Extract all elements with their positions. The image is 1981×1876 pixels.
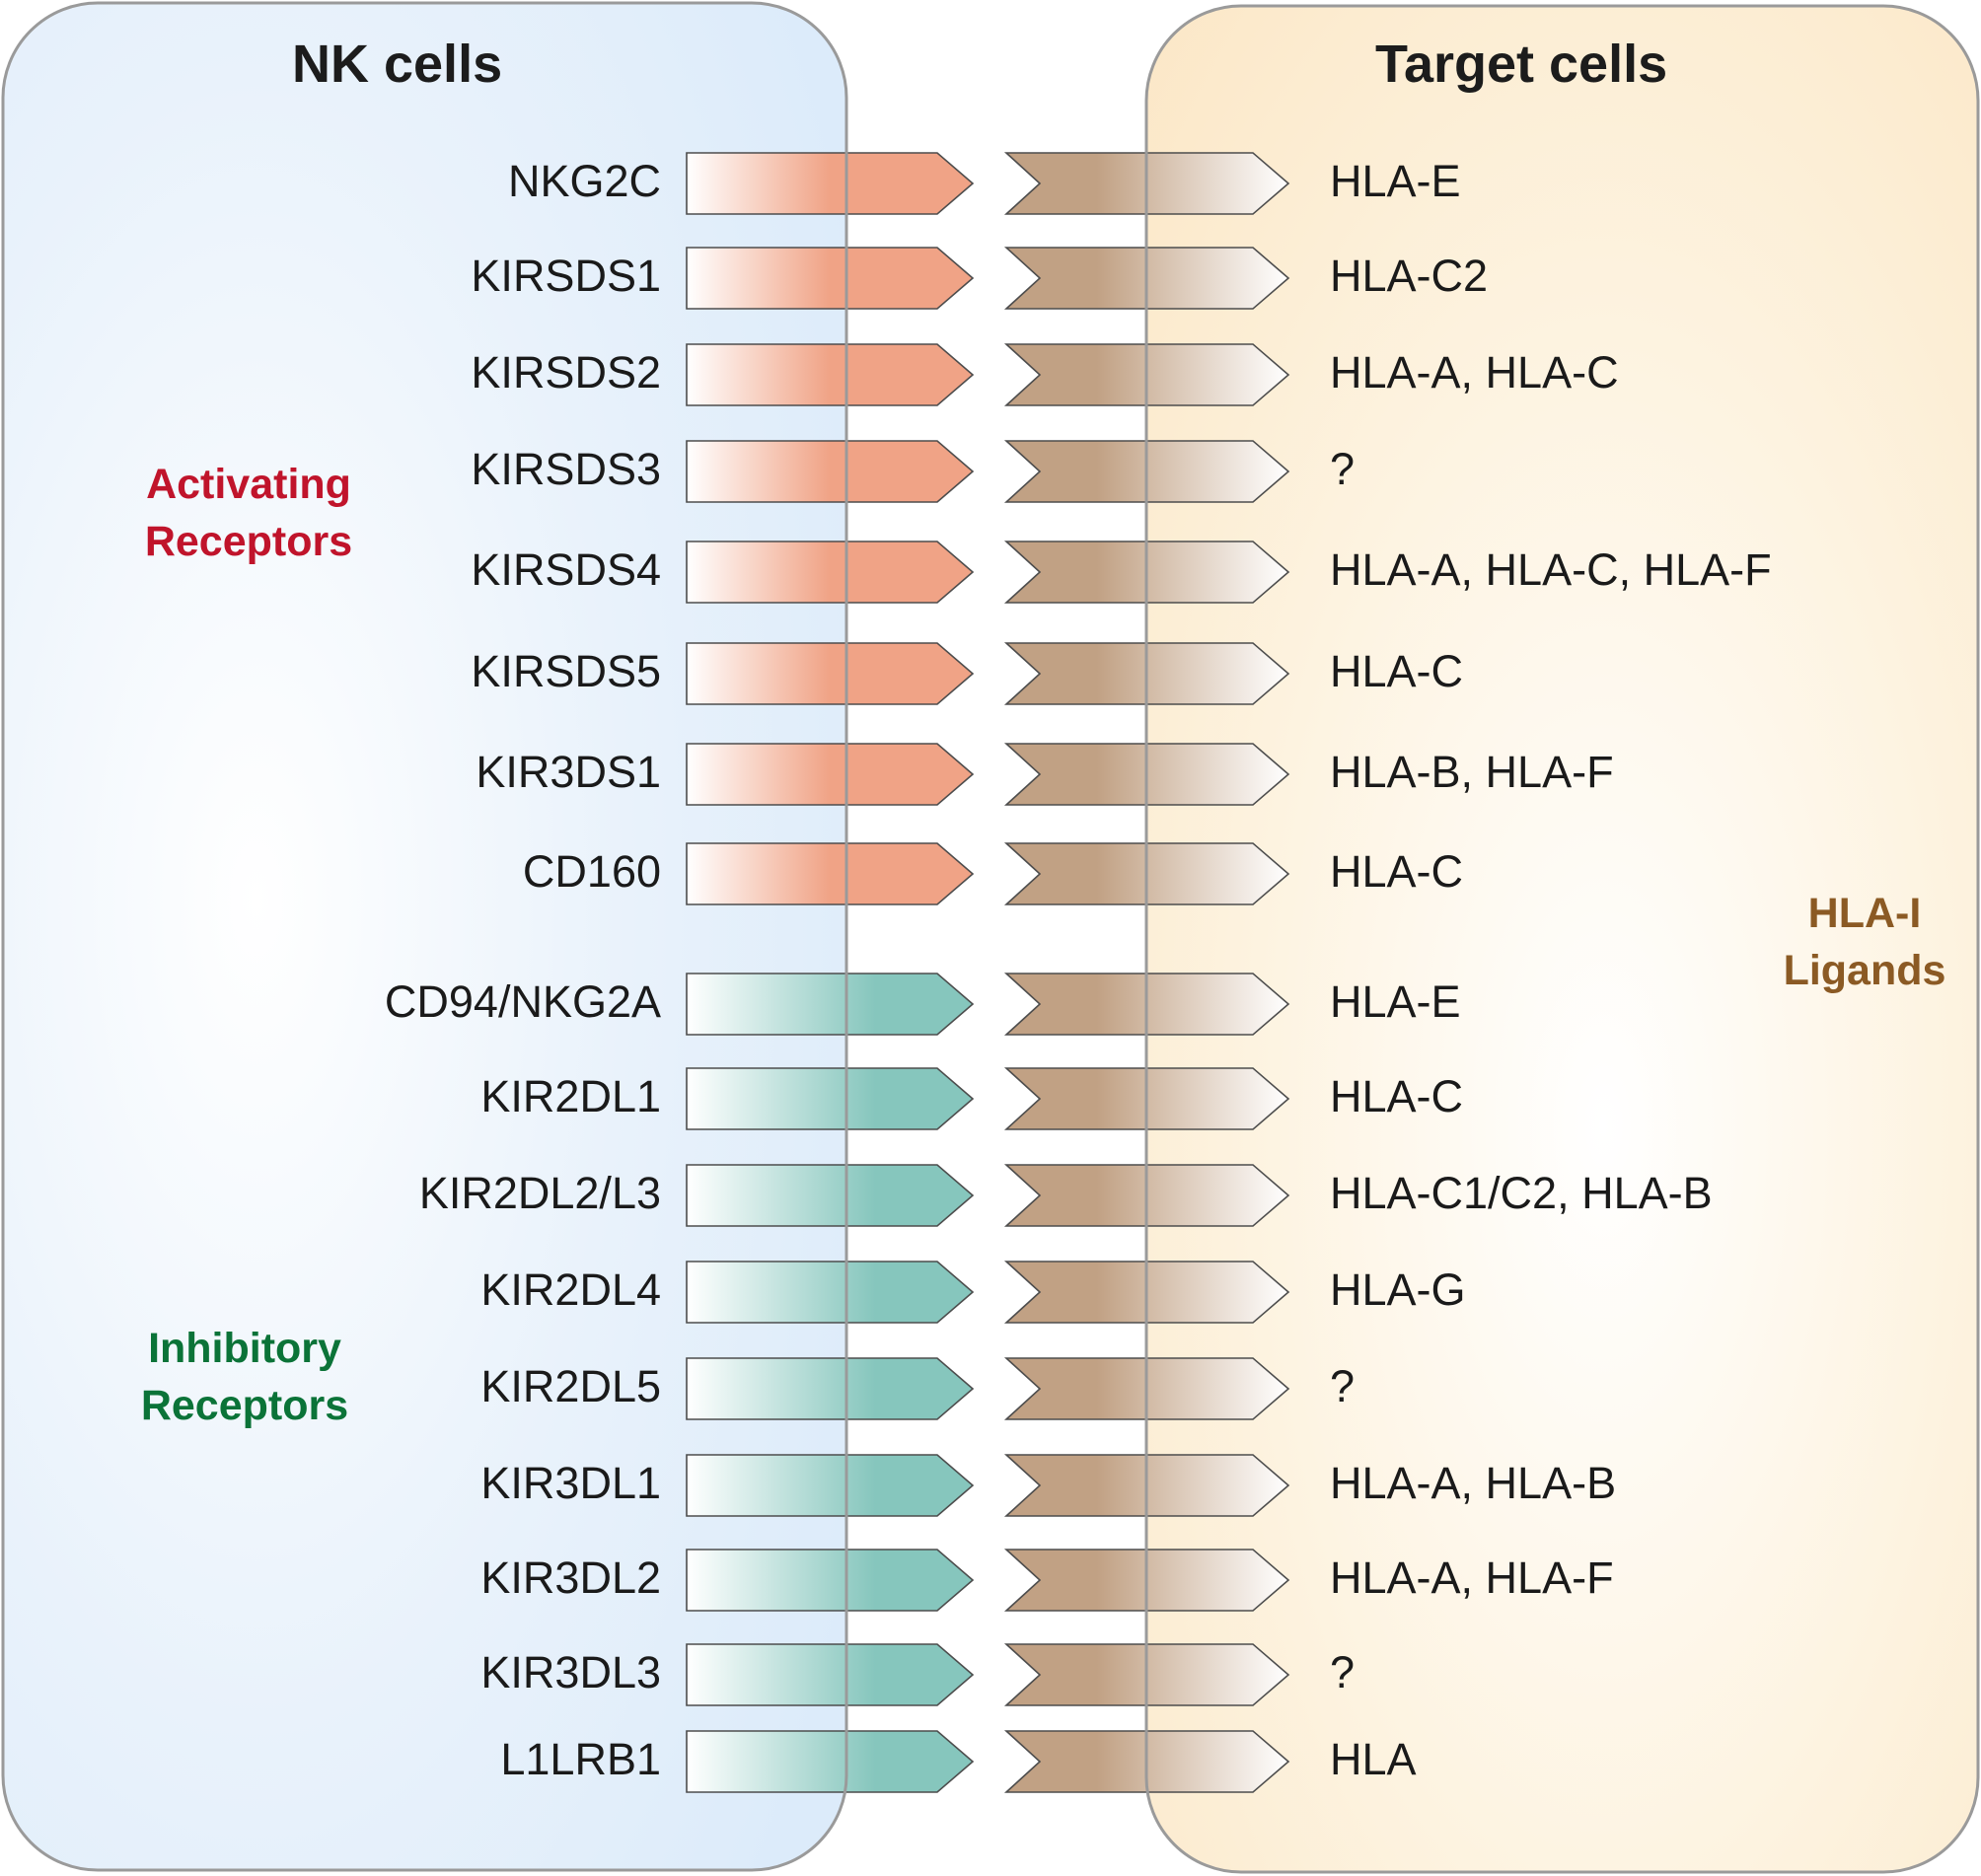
receptor-label-l1lrb1: L1LRB1 xyxy=(500,1734,661,1784)
ligand-label-kir2dl1: HLA-C xyxy=(1330,1071,1464,1121)
inhibitory-receptors-label: Inhibitory Receptors xyxy=(107,1320,383,1434)
ligand-label-kir3ds1: HLA-B, HLA-F xyxy=(1330,747,1614,797)
receptor-label-kirsds2: KIRSDS2 xyxy=(471,347,661,397)
receptor-label-cd160: CD160 xyxy=(522,846,661,897)
receptor-arrow-kir3dl3 xyxy=(686,1643,975,1706)
ligand-label-kirsds2: HLA-A, HLA-C xyxy=(1330,347,1619,397)
receptor-label-kirsds3: KIRSDS3 xyxy=(471,444,661,494)
receptor-arrow-kir2dl4 xyxy=(686,1261,975,1324)
activating-label-line2: Receptors xyxy=(144,518,353,565)
receptor-label-kir3dl2: KIR3DL2 xyxy=(480,1552,661,1603)
ligand-label-kir3dl1: HLA-A, HLA-B xyxy=(1330,1458,1617,1508)
receptor-arrow-kir3dl2 xyxy=(686,1549,975,1612)
inhibitory-label-line2: Receptors xyxy=(140,1382,349,1429)
receptor-arrow-kir2dl5 xyxy=(686,1357,975,1420)
receptor-label-kirsds1: KIRSDS1 xyxy=(471,251,661,301)
ligand-label-kirsds5: HLA-C xyxy=(1330,646,1464,696)
target-cell-shape xyxy=(1146,6,1978,1872)
receptor-label-kirsds5: KIRSDS5 xyxy=(471,646,661,696)
ligand-label-nkg2c: HLA-E xyxy=(1330,156,1461,206)
receptor-arrow-kirsds4 xyxy=(686,541,975,604)
ligand-label-cd160: HLA-C xyxy=(1330,846,1464,897)
receptor-arrow-kirsds5 xyxy=(686,642,975,705)
receptor-label-kir3ds1: KIR3DS1 xyxy=(476,747,661,797)
hla-i-ligands-label: HLA-I Ligands xyxy=(1736,885,1981,999)
receptor-arrow-kirsds1 xyxy=(686,247,975,310)
receptor-label-nkg2c: NKG2C xyxy=(507,156,661,206)
ligand-label-kir2dl2-l3: HLA-C1/C2, HLA-B xyxy=(1330,1168,1713,1218)
receptor-label-kir2dl5: KIR2DL5 xyxy=(480,1361,661,1411)
receptor-arrow-cd94-nkg2a xyxy=(686,973,975,1036)
ligand-label-kir3dl2: HLA-A, HLA-F xyxy=(1330,1552,1614,1603)
receptor-label-kir3dl3: KIR3DL3 xyxy=(480,1647,661,1697)
receptor-label-kirsds4: KIRSDS4 xyxy=(471,544,661,595)
cell-shapes xyxy=(3,3,1978,1872)
receptor-arrow-kirsds3 xyxy=(686,440,975,503)
ligand-label-kirsds4: HLA-A, HLA-C, HLA-F xyxy=(1330,544,1772,595)
ligand-label-kir3dl3: ? xyxy=(1330,1647,1356,1697)
ligands-label-line1: HLA-I xyxy=(1807,890,1922,937)
receptor-label-cd94-nkg2a: CD94/NKG2A xyxy=(384,976,661,1027)
activating-receptors-label: Activating Receptors xyxy=(110,456,387,570)
receptor-arrow-kirsds2 xyxy=(686,343,975,406)
receptor-label-kir2dl1: KIR2DL1 xyxy=(480,1071,661,1121)
receptor-arrow-kir3ds1 xyxy=(686,743,975,806)
ligand-label-l1lrb1: HLA xyxy=(1330,1734,1417,1784)
receptor-label-kir3dl1: KIR3DL1 xyxy=(480,1458,661,1508)
receptor-label-kir2dl2-l3: KIR2DL2/L3 xyxy=(418,1168,661,1218)
ligand-label-kirsds1: HLA-C2 xyxy=(1330,251,1489,301)
target-cells-title: Target cells xyxy=(1375,35,1668,94)
receptor-label-kir2dl4: KIR2DL4 xyxy=(480,1264,661,1315)
nk-cell-outline xyxy=(1,1,848,1872)
receptor-arrow-kir2dl2-l3 xyxy=(686,1164,975,1227)
ligand-label-kir2dl5: ? xyxy=(1330,1361,1356,1411)
receptor-arrow-kir3dl1 xyxy=(686,1454,975,1517)
receptor-arrow-l1lrb1 xyxy=(686,1730,975,1793)
nk-cells-title: NK cells xyxy=(292,35,503,94)
receptor-arrow-nkg2c xyxy=(686,152,975,215)
ligands-label-line2: Ligands xyxy=(1783,947,1946,994)
ligand-label-kirsds3: ? xyxy=(1330,444,1356,494)
nk-cell-shape xyxy=(3,3,846,1870)
receptor-arrow-kir2dl1 xyxy=(686,1067,975,1130)
receptor-arrow-cd160 xyxy=(686,842,975,905)
inhibitory-label-line1: Inhibitory xyxy=(148,1325,341,1372)
target-cell-outline xyxy=(1144,4,1980,1874)
ligand-label-cd94-nkg2a: HLA-E xyxy=(1330,976,1461,1027)
ligand-label-kir2dl4: HLA-G xyxy=(1330,1264,1466,1315)
activating-label-line1: Activating xyxy=(146,461,351,508)
